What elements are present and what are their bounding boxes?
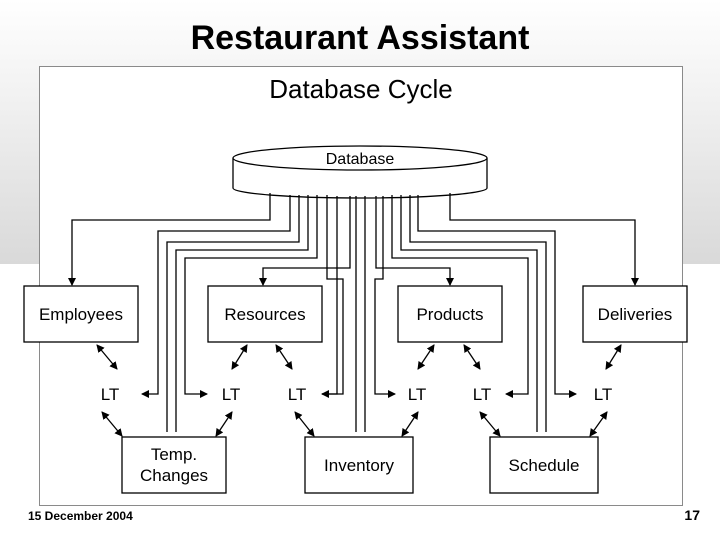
schedule-box — [489, 436, 599, 494]
employees-box — [23, 285, 139, 343]
employees-label: Employees — [38, 304, 124, 324]
arrow-products-lt — [417, 344, 435, 370]
lt-label-2: LT — [221, 384, 241, 404]
connector-deliveries — [449, 193, 639, 286]
lt-label-3: LT — [287, 384, 307, 404]
schedule-label: Schedule — [508, 455, 580, 475]
temp-changes-box — [121, 436, 227, 494]
database-cylinder — [232, 145, 488, 199]
connector-resources — [259, 196, 351, 286]
inventory-box — [304, 436, 414, 494]
arrow-lt-temp-changes — [101, 411, 123, 437]
footer-date: 15 December 2004 — [28, 509, 133, 523]
arrow-lt-inventory — [294, 411, 315, 437]
arrow-lt-temp-changes-2 — [215, 411, 233, 437]
arrow-lt-schedule — [479, 411, 501, 437]
arrow-deliveries-lt — [605, 344, 622, 370]
arrow-resources-lt — [231, 344, 248, 370]
lt-label-5: LT — [472, 384, 492, 404]
database-label: Database — [325, 150, 395, 168]
connector-products — [375, 196, 454, 286]
deliveries-label: Deliveries — [597, 304, 673, 324]
lt-label-6: LT — [593, 384, 613, 404]
lt-label-1: LT — [100, 384, 120, 404]
connector-left-2 — [166, 195, 300, 432]
connector-employees — [68, 193, 271, 286]
lt-arrows — [96, 344, 622, 437]
diagram-frame — [39, 66, 683, 506]
connector-left-3 — [175, 195, 309, 432]
arrow-employees-lt — [96, 344, 118, 370]
arrow-lt-inventory-2 — [401, 411, 419, 437]
resources-box — [207, 285, 323, 343]
arrow-resources-lt2 — [275, 344, 293, 370]
connector-right-5 — [391, 195, 529, 398]
resources-label: Resources — [224, 304, 306, 324]
arrow-products-lt2 — [463, 344, 481, 370]
connector-left-6 — [322, 196, 338, 395]
connector-right-3 — [409, 195, 547, 432]
slide-title: Restaurant Assistant — [190, 19, 530, 57]
page-number: 17 — [684, 507, 700, 523]
connector-left-5 — [321, 195, 344, 398]
connector-right-2 — [417, 195, 577, 398]
products-label: Products — [416, 304, 484, 324]
connector-right-1 — [374, 196, 396, 398]
database-connectors — [68, 193, 639, 432]
diagram-subtitle: Database Cycle — [269, 74, 453, 104]
lt-label-4: LT — [407, 384, 427, 404]
arrow-lt-schedule-2 — [589, 411, 608, 437]
deliveries-box — [582, 285, 688, 343]
connector-left-4 — [184, 195, 318, 398]
connector-left-1 — [141, 195, 291, 398]
products-box — [397, 285, 503, 343]
connector-right-4 — [400, 195, 538, 432]
inventory-label: Inventory — [324, 455, 394, 475]
temp-changes-label: Temp. Changes — [139, 445, 209, 485]
